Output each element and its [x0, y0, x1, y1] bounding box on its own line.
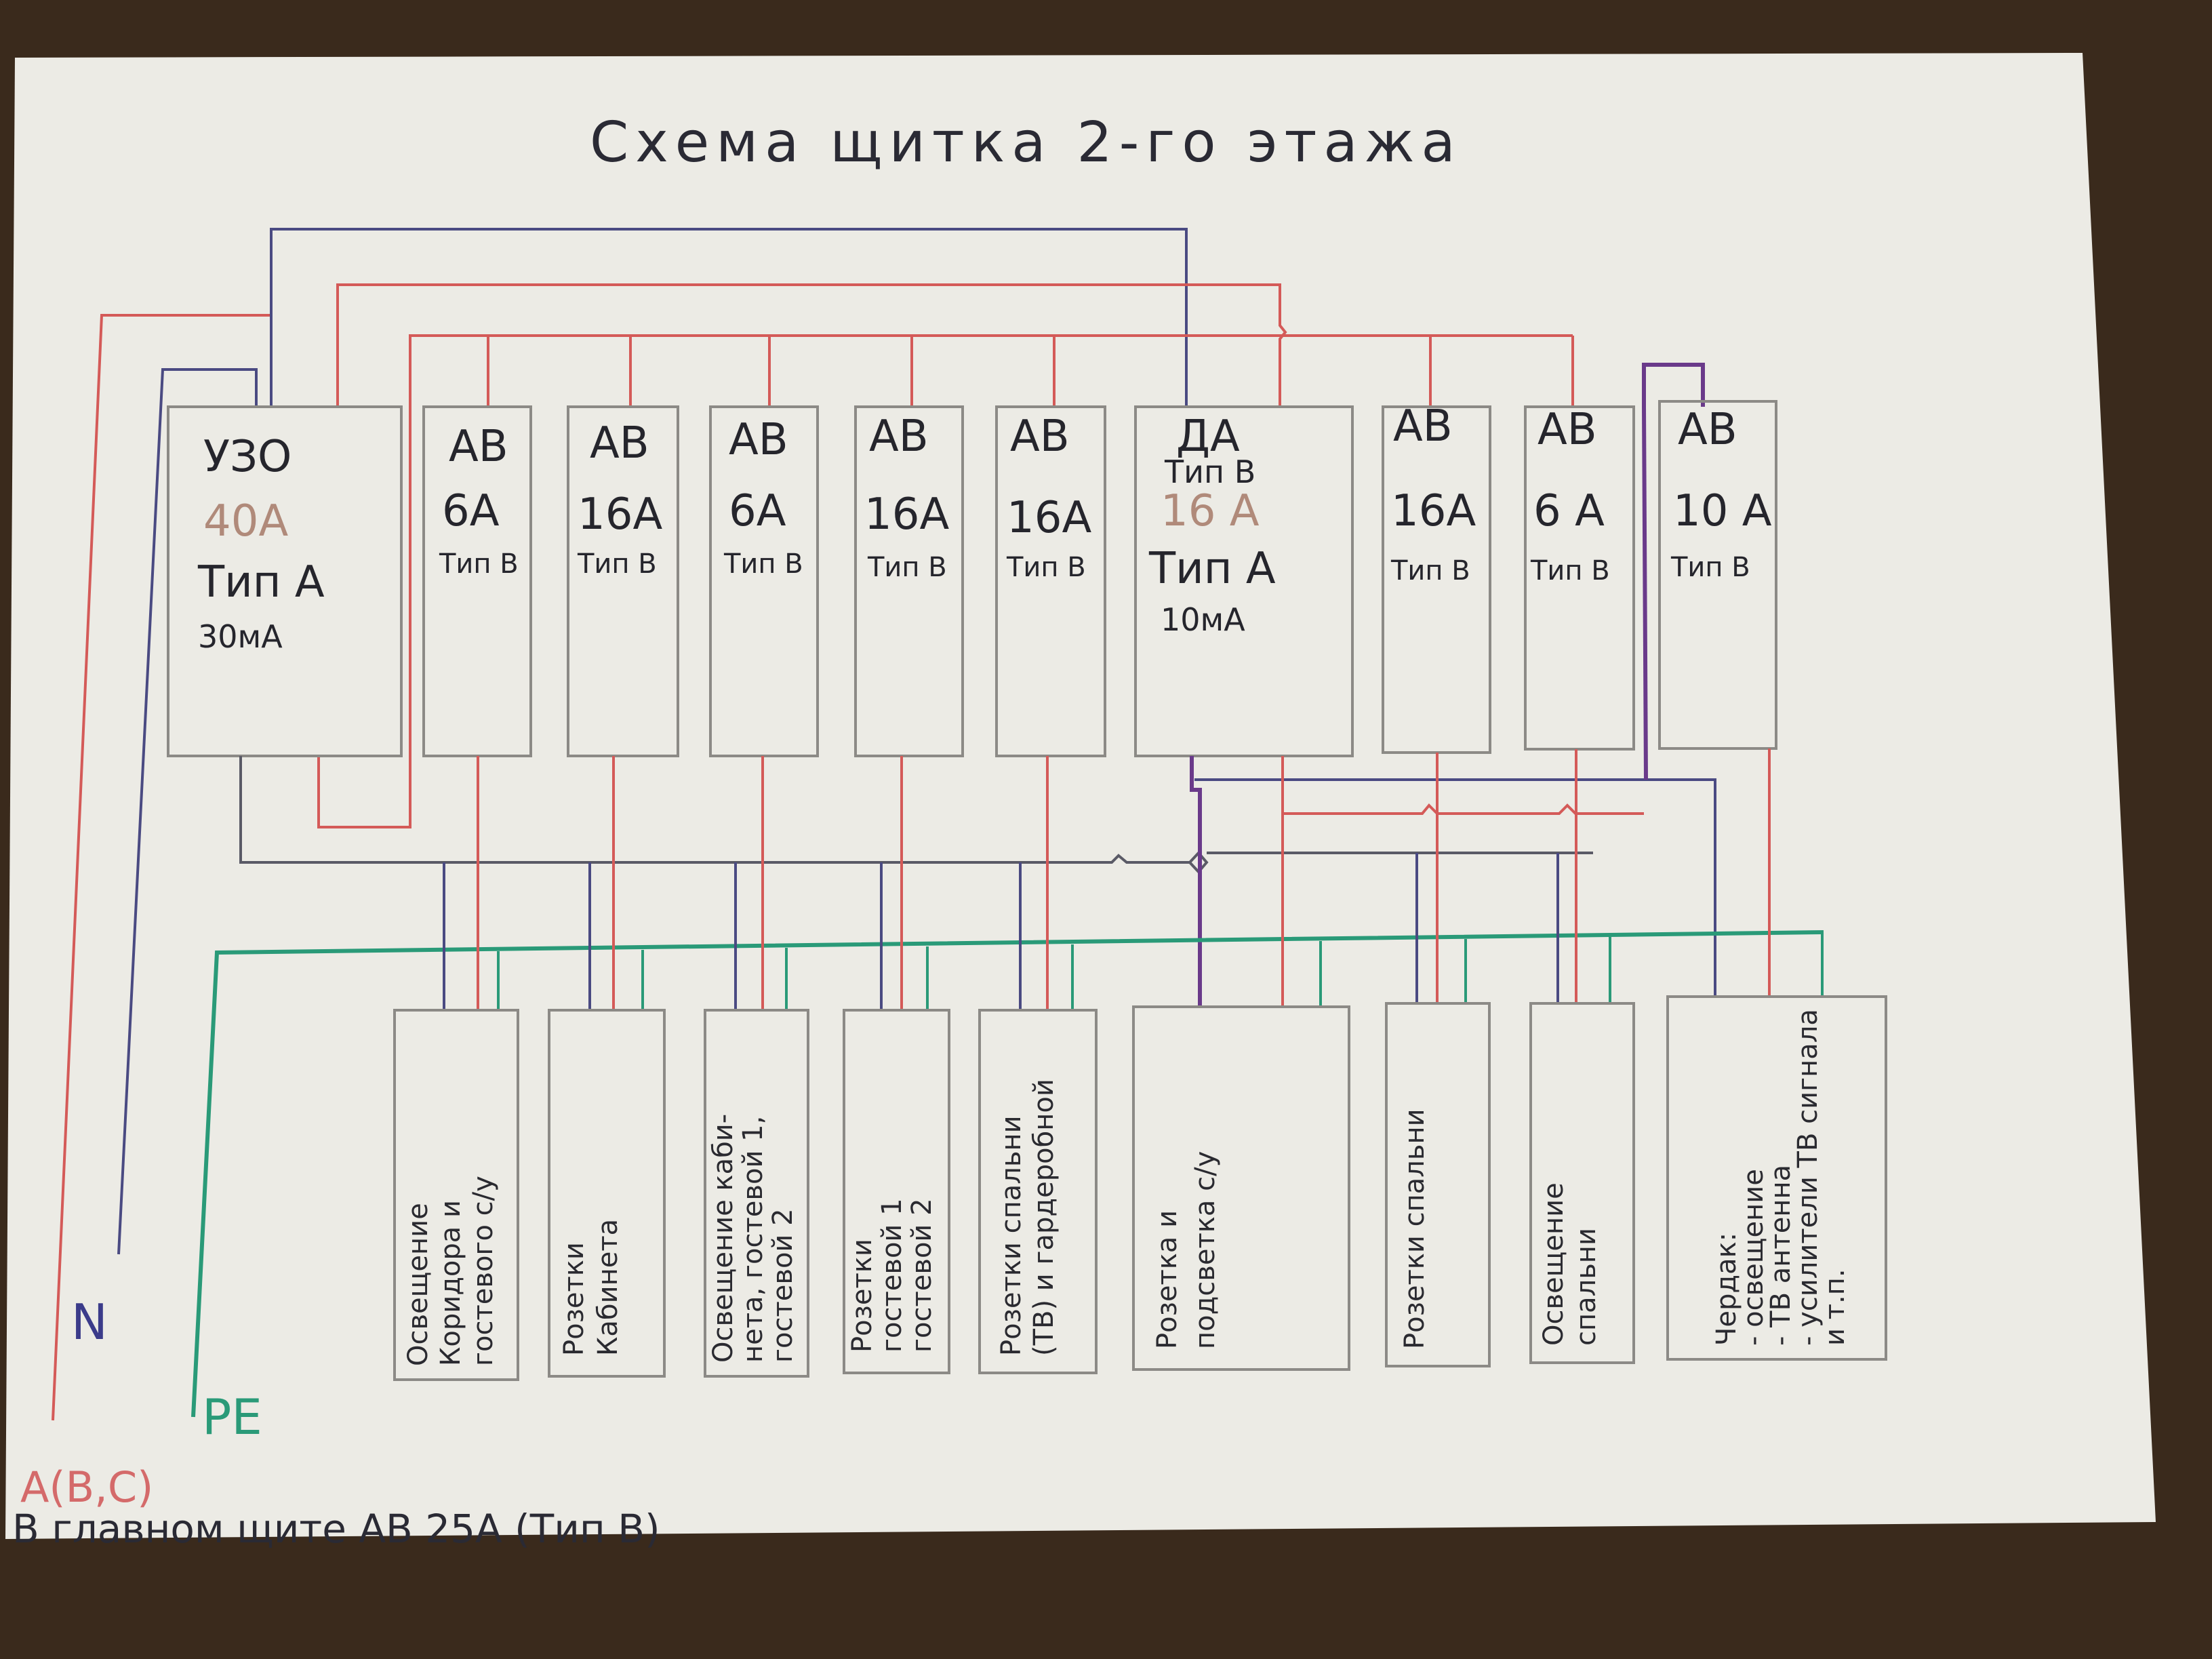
phase-to-diff-wire — [336, 283, 1287, 407]
load-1-line-3: гостевого с/у — [468, 1176, 499, 1366]
breaker-4 — [854, 405, 964, 757]
load-3-line-3: гостевой 2 — [767, 1208, 799, 1363]
load-4 — [843, 1009, 950, 1374]
load-8-line-1: Освещение — [1538, 1182, 1569, 1346]
load-labels: Освещение Коридора и гостевого с/у Розет… — [403, 1009, 1851, 1366]
secondary-phase-wire — [1283, 803, 1644, 815]
diff-breaker-curve: Тип В — [1164, 454, 1255, 490]
breaker-6-rating: 16А — [1391, 486, 1476, 536]
load-3 — [704, 1009, 809, 1378]
diagram-title: Схема щитка 2-го этажа — [590, 111, 1462, 175]
device-row — [167, 400, 1777, 757]
load-5-line-2: (ТВ) и гардеробной — [1028, 1079, 1060, 1356]
breaker-7-type: Тип В — [1530, 555, 1610, 586]
load-7-line-1: Розетки спальни — [1399, 1108, 1430, 1349]
load-2 — [548, 1009, 666, 1378]
load-1 — [393, 1009, 519, 1381]
breaker-3-type: Тип В — [723, 548, 803, 580]
attic-feed-wire — [1642, 363, 1705, 407]
breaker-8-rating: 10 А — [1673, 486, 1772, 536]
diff-breaker-type: Тип А — [1148, 544, 1276, 594]
load-9-line-5: и т.п. — [1819, 1268, 1851, 1346]
neutral-label: N — [71, 1294, 108, 1351]
device-labels: УЗО 40А Тип А 30мА АВ 6А Тип В АВ 16А Ти… — [197, 401, 1772, 655]
breaker-1-rating: 6А — [442, 486, 500, 536]
breaker-2-rating: 16А — [578, 489, 662, 540]
neutral-feed-wire — [117, 368, 258, 1255]
diff-breaker-name: ДА — [1176, 412, 1240, 462]
wires-top — [52, 228, 1705, 1421]
rcd-leak: 30мА — [198, 618, 283, 655]
breaker-4-rating: 16А — [864, 489, 949, 540]
rcd-output-wire — [317, 334, 1573, 828]
attic-neutral-wire — [1194, 778, 1716, 997]
breaker-2-type: Тип В — [577, 548, 657, 580]
load-9-line-1: Чердак: — [1711, 1233, 1742, 1346]
load-2-line-1: Розетки — [559, 1242, 590, 1356]
breaker-2-name: АВ — [590, 418, 649, 468]
rcd-rating: 40А — [203, 496, 288, 546]
breaker-6-type: Тип В — [1390, 555, 1470, 586]
breaker-7-name: АВ — [1537, 405, 1597, 455]
breaker-6-name: АВ — [1393, 401, 1453, 452]
breaker-5-name: АВ — [1010, 412, 1070, 462]
breaker-3-rating: 6А — [729, 486, 786, 536]
breaker-4-name: АВ — [869, 412, 929, 462]
earth-label: PE — [202, 1388, 262, 1445]
load-2-line-2: Кабинета — [592, 1219, 624, 1356]
breaker-1-type: Тип В — [439, 548, 519, 580]
breaker-8-name: АВ — [1678, 405, 1737, 455]
load-7 — [1385, 1002, 1491, 1367]
load-9-line-4: - усилители ТВ сигнала — [1792, 1009, 1824, 1346]
breaker-8 — [1658, 400, 1777, 750]
paper-sheet — [5, 53, 2156, 1539]
load-8-line-2: спальни — [1571, 1228, 1602, 1346]
breaker-7-rating: 6 А — [1533, 486, 1605, 536]
load-4-line-1: Розетки — [847, 1239, 878, 1353]
load-4-line-2: гостевой 1 — [877, 1198, 908, 1353]
load-row — [393, 995, 1887, 1381]
attic-phase-return — [1642, 406, 1648, 780]
load-3-line-1: Освещение каби- — [708, 1114, 739, 1363]
load-4-line-3: гостевой 2 — [906, 1198, 938, 1353]
diff-breaker — [1134, 405, 1354, 757]
diff-breaker-rating: 16 А — [1161, 486, 1260, 536]
load-9 — [1666, 995, 1887, 1361]
rcd-device — [167, 405, 403, 757]
wires-bottom — [191, 406, 1824, 1418]
footer-note: В главном щите АВ 25А (Тип В) — [12, 1506, 660, 1552]
neutral-return-bus — [239, 756, 1209, 875]
phase-label: A(B,C) — [20, 1462, 153, 1512]
load-1-line-2: Коридора и — [435, 1200, 466, 1366]
rcd-name: УЗО — [203, 432, 291, 482]
breaker-5-rating: 16А — [1007, 493, 1091, 543]
rcd-type: Тип А — [197, 557, 325, 607]
load-6-line-1: Розетка и — [1152, 1210, 1183, 1349]
load-6 — [1132, 1005, 1350, 1371]
load-3-line-2: нета, гостевой 1, — [738, 1116, 769, 1363]
breaker-3-name: АВ — [729, 415, 788, 465]
breaker-1-name: АВ — [449, 422, 508, 472]
diff-neutral-wire — [1190, 756, 1202, 1007]
breaker-5-type: Тип В — [1006, 552, 1086, 583]
load-1-line-1: Освещение — [403, 1203, 434, 1366]
breaker-2 — [567, 405, 679, 757]
load-8 — [1529, 1002, 1635, 1364]
load-5 — [978, 1009, 1098, 1374]
load-9-line-2: - освещение — [1738, 1169, 1769, 1346]
breaker-4-type: Тип В — [867, 552, 947, 583]
breaker-8-type: Тип В — [1670, 552, 1750, 583]
breaker-7 — [1524, 405, 1635, 751]
breaker-5 — [995, 405, 1106, 757]
load-5-line-1: Розетки спальни — [996, 1115, 1027, 1356]
load-6-line-2: подсветка с/у — [1190, 1151, 1221, 1349]
diff-breaker-leak: 10мА — [1161, 601, 1245, 638]
earth-bus — [191, 930, 1824, 1418]
load-9-line-3: - ТВ антенна — [1765, 1165, 1796, 1346]
neutral-top-wire — [270, 228, 1188, 407]
